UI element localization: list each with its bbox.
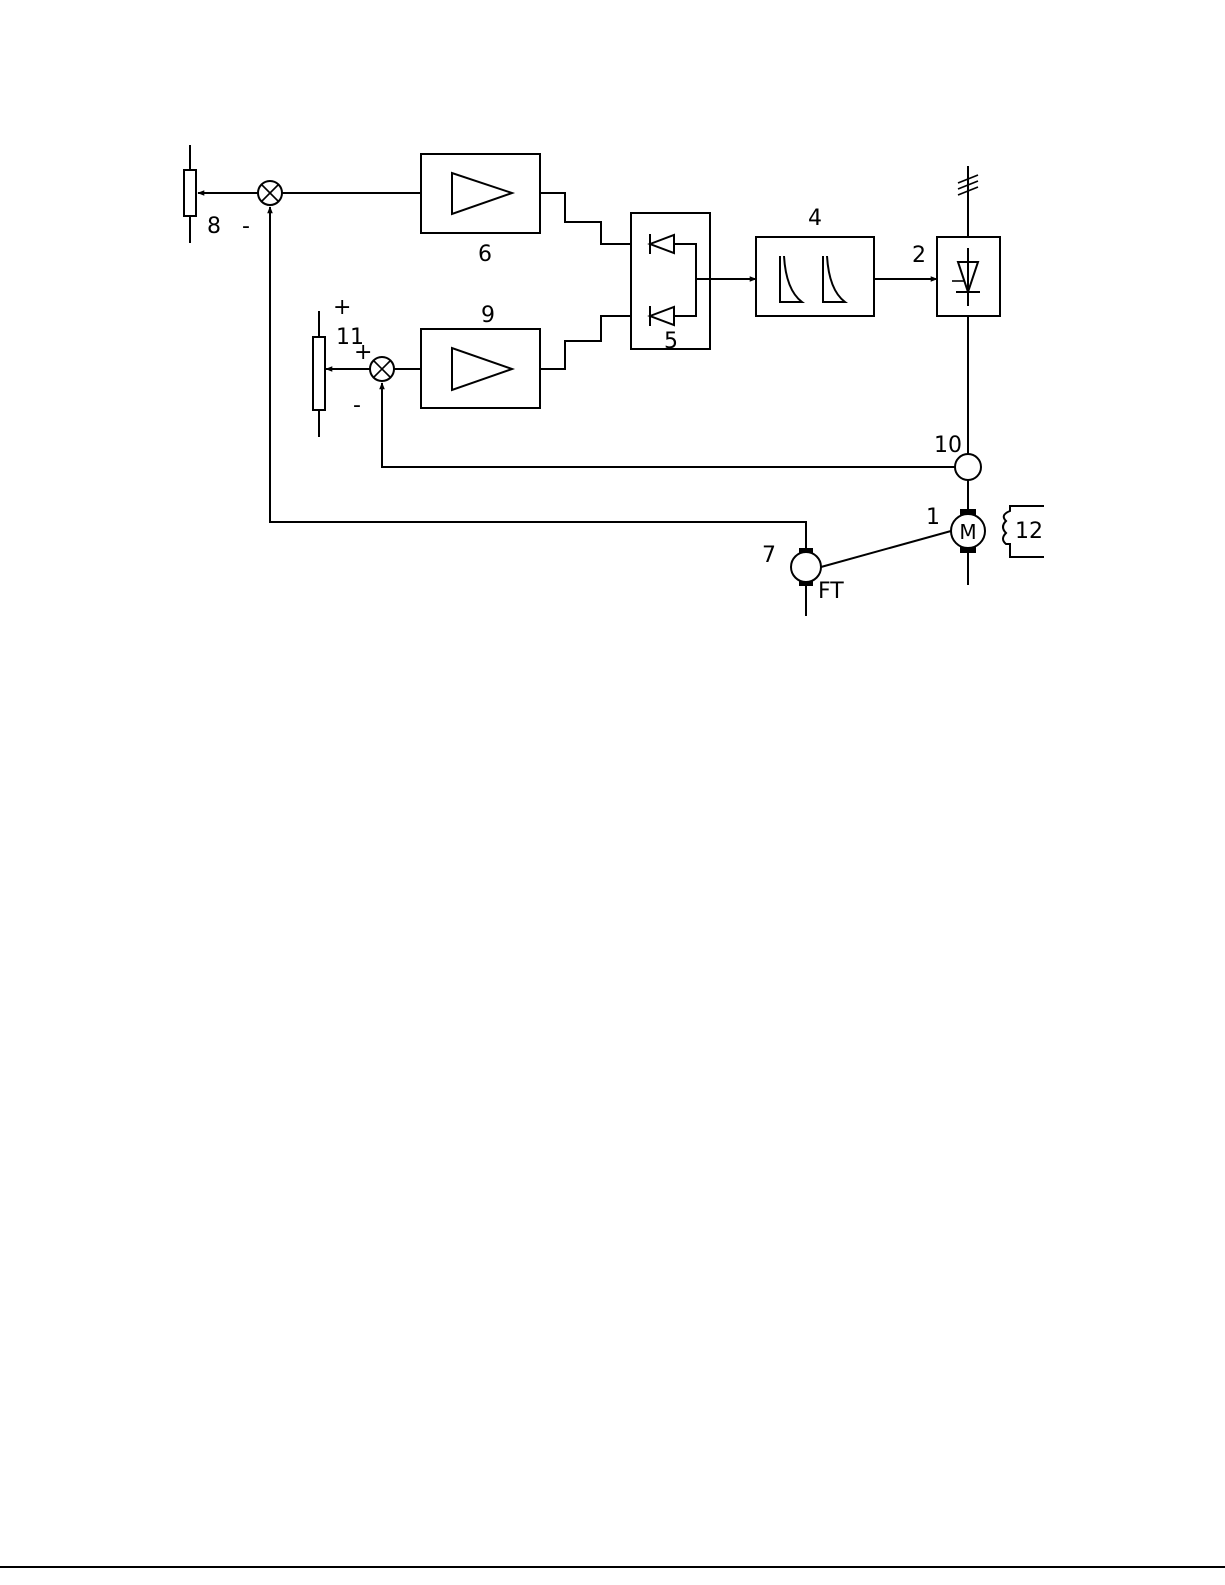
motor-tacho-shaft [821,531,951,567]
thyristor-converter-block [937,166,1000,316]
label-ft: FT [818,579,844,604]
label-5: 5 [664,329,678,354]
current-amplifier-block [421,329,540,408]
current-summing-junction [370,357,394,381]
setpoint-potentiometer [184,145,196,243]
label-1: 1 [926,505,940,530]
pulse-generator-block [756,237,874,316]
label-10: 10 [934,433,962,458]
label-2: 2 [912,243,926,268]
sign-current-plus: + [354,340,372,365]
speed-amplifier-block [421,154,540,233]
motor-letter: M [959,520,976,544]
sign-pot11-plus: + [333,295,351,320]
label-12: 12 [1015,519,1043,544]
page-bottom-border [0,1566,1225,1568]
label-9: 9 [481,303,495,328]
label-4: 4 [808,206,822,231]
sign-speed-minus: - [242,214,250,239]
label-6: 6 [478,242,492,267]
label-7: 7 [762,543,776,568]
sign-current-minus: - [353,393,361,418]
label-8: 8 [207,214,221,239]
speed-summing-junction [258,181,282,205]
tachogenerator-symbol [791,548,821,616]
current-limit-potentiometer [313,311,325,437]
motor-symbol: M [951,509,985,585]
